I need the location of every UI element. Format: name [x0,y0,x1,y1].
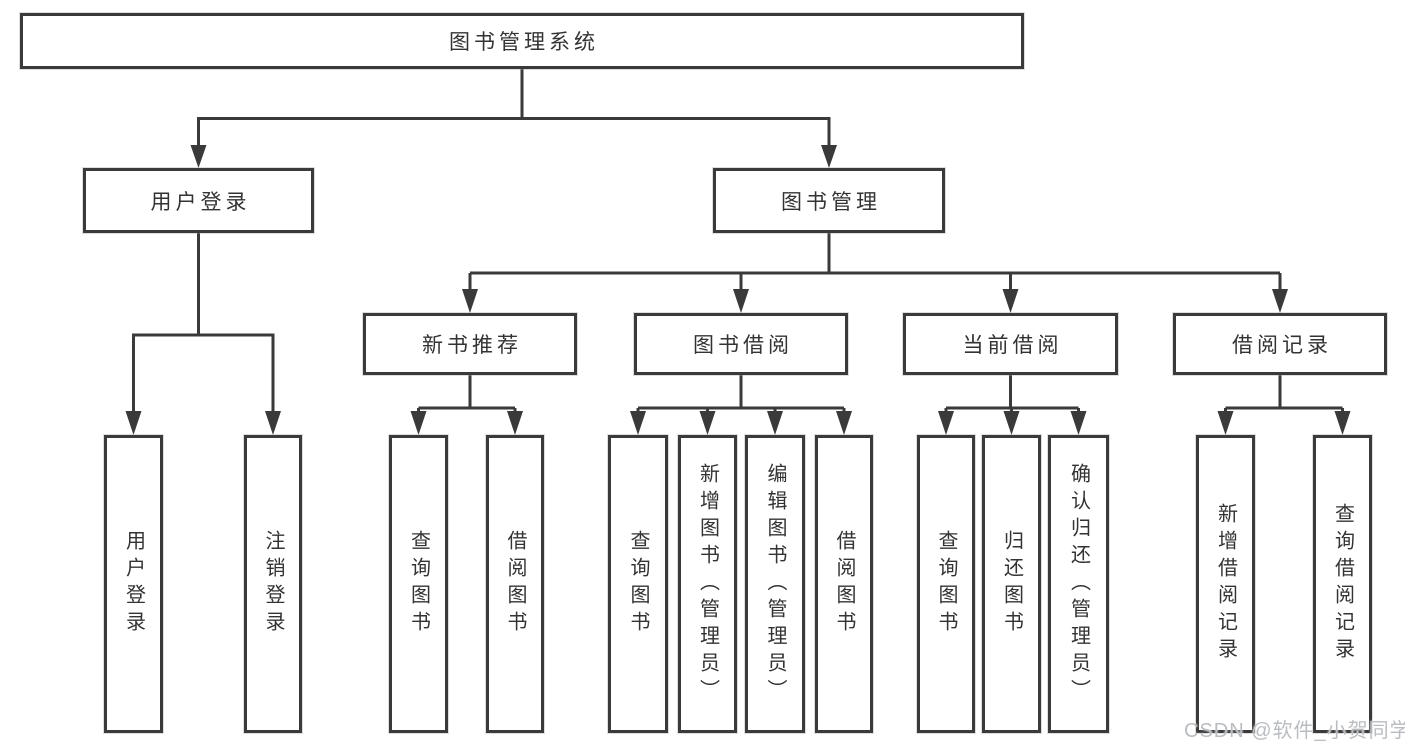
node-label: 图书管理系统 [449,31,599,54]
node-label: 新书推荐 [422,334,522,357]
node-edit-book-admin-leaf: 编辑图书（管理员） [745,435,805,733]
node-label: 图书借阅 [693,334,793,357]
node-user-login-leaf: 用户登录 [104,435,163,733]
node-label: 新增借阅记录 [1214,503,1237,665]
node-label: 查询图书 [935,530,957,638]
node-label: 当前借阅 [962,334,1063,357]
node-label: 借阅图书 [504,530,526,638]
node-logout-leaf: 注销登录 [244,435,302,733]
node-label: 图书管理 [781,190,881,214]
node-label: 查询图书 [627,530,649,638]
node-label: 确认归还（管理员） [1067,462,1090,706]
node-query-books-leaf-1: 查询图书 [389,435,448,733]
node-query-borrow-record-leaf: 查询借阅记录 [1313,435,1372,733]
node-label: 新增图书（管理员） [696,462,719,706]
node-borrow-books-leaf-2: 借阅图书 [815,435,873,733]
node-return-book-leaf: 归还图书 [982,435,1041,733]
node-book-borrowing: 图书借阅 [634,313,848,375]
node-label: 查询借阅记录 [1331,503,1354,665]
node-confirm-return-admin-leaf: 确认归还（管理员） [1048,435,1109,733]
node-label: 用户登录 [122,530,145,638]
node-book-management-branch: 图书管理 [713,168,945,233]
connector-edges [125,68,1351,435]
node-label: 注销登录 [262,530,284,638]
node-borrowing-records: 借阅记录 [1173,313,1387,375]
node-label: 借阅记录 [1232,334,1332,357]
node-label: 查询图书 [407,530,430,638]
node-current-borrowing: 当前借阅 [903,313,1118,375]
node-new-book-recommendation: 新书推荐 [363,313,577,375]
node-label: 编辑图书（管理员） [764,462,786,706]
node-label: 归还图书 [1000,530,1023,638]
node-label: 借阅图书 [833,530,855,638]
node-add-borrow-record-leaf: 新增借阅记录 [1196,435,1255,733]
node-query-books-leaf-3: 查询图书 [917,435,975,733]
node-library-management-system: 图书管理系统 [20,13,1024,69]
node-user-login-branch: 用户登录 [83,168,314,233]
node-add-book-admin-leaf: 新增图书（管理员） [678,435,737,733]
node-label: 用户登录 [150,190,251,214]
csdn-watermark: CSDN @软件_小贺同学 [1184,720,1405,742]
arrowhead [125,145,1351,435]
node-query-books-leaf-2: 查询图书 [608,435,668,733]
node-borrow-books-leaf-1: 借阅图书 [486,435,544,733]
